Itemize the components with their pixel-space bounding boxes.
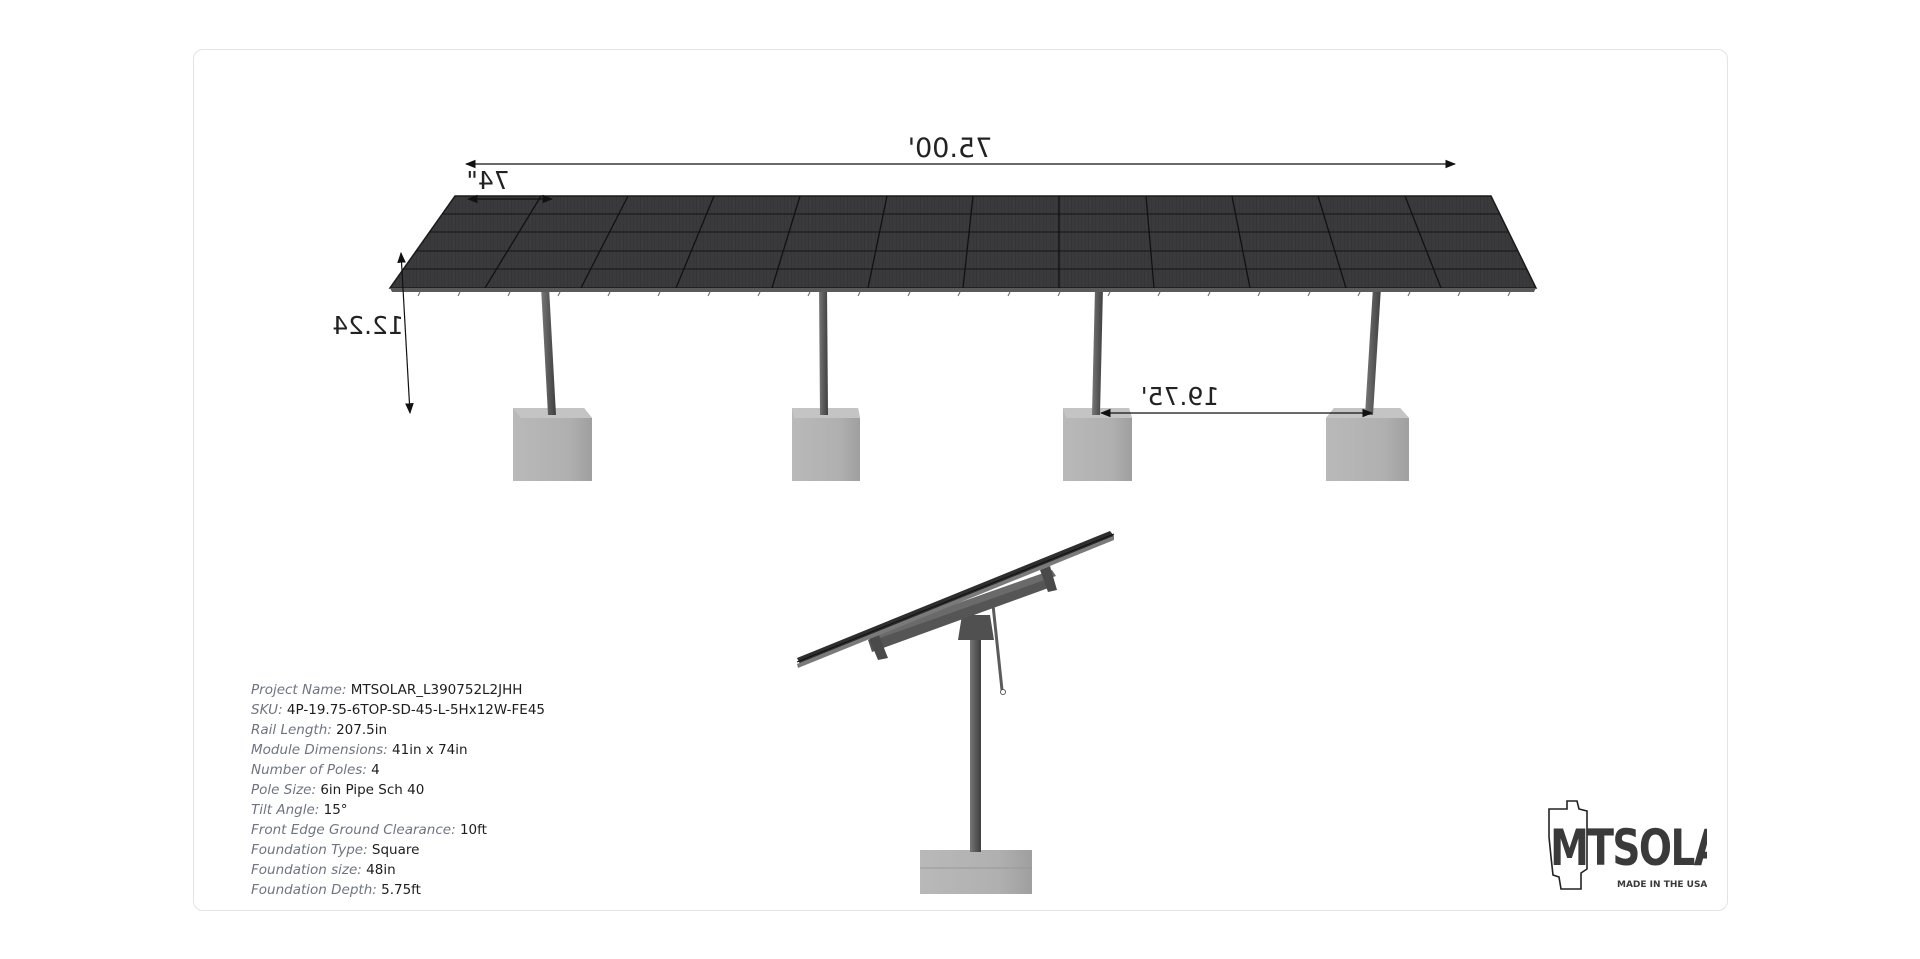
spec-value: 48in <box>366 862 396 878</box>
spec-foundation-depth: Foundation Depth: 5.75ft <box>251 880 545 900</box>
logo-brand: MTSOLAR <box>1550 818 1707 877</box>
spec-value: 4 <box>371 762 380 778</box>
foundation-block <box>1326 408 1409 481</box>
side-view-pole <box>970 626 981 852</box>
spec-value: Square <box>371 842 420 858</box>
overall-length-label: 75.00' <box>908 133 993 164</box>
spec-value: 5.75ft <box>381 882 421 898</box>
module-length-label: 74" <box>466 166 509 195</box>
montana-state-icon <box>1548 800 1588 890</box>
spec-label: Front Edge Ground Clearance: <box>251 822 456 838</box>
spec-label: Number of Poles: <box>251 762 367 778</box>
spec-label: Rail Length: <box>251 722 332 738</box>
spec-pole-size: Pole Size: 6in Pipe Sch 40 <box>251 780 545 800</box>
spec-project-name: Project Name: MTSOLAR_L390752L2JHH <box>251 680 545 700</box>
spec-label: Module Dimensions: <box>251 742 388 758</box>
spec-value: 10ft <box>459 822 487 838</box>
solar-panel-array <box>388 195 1538 297</box>
foundations <box>513 408 1409 481</box>
pole-spacing-label: 19.75' <box>1141 382 1219 411</box>
mtsolar-logo: MTSOLAR MADE IN THE USA <box>1548 800 1707 890</box>
spec-ground-clearance: Front Edge Ground Clearance: 10ft <box>251 820 545 840</box>
pole <box>1092 287 1103 415</box>
poles <box>541 287 1381 415</box>
pole <box>541 287 556 415</box>
spec-tilt-angle: Tilt Angle: 15° <box>251 800 545 820</box>
spec-label: Foundation Type: <box>251 842 368 858</box>
project-specs: Project Name: MTSOLAR_L390752L2JHH SKU: … <box>251 680 545 900</box>
spec-value: MTSOLAR_L390752L2JHH <box>350 682 523 698</box>
foundation-block <box>1063 408 1132 481</box>
pole <box>819 287 828 415</box>
side-view-foundation <box>920 850 1032 894</box>
foundation-block <box>513 408 592 481</box>
height-dimension <box>397 251 414 415</box>
spec-value: 4P-19.75-6TOP-SD-45-L-5Hx12W-FE45 <box>286 702 546 718</box>
spec-label: Foundation Depth: <box>251 882 377 898</box>
spec-foundation-type: Foundation Type: Square <box>251 840 545 860</box>
spec-value: 15° <box>323 802 348 818</box>
spec-label: SKU: <box>251 702 283 718</box>
side-view-mount <box>796 531 1115 894</box>
spec-label: Pole Size: <box>251 782 317 798</box>
pole <box>1365 287 1381 415</box>
drawing-card <box>193 49 1728 911</box>
spec-label: Project Name: <box>251 682 347 698</box>
foundation-block <box>792 408 860 481</box>
spec-number-of-poles: Number of Poles: 4 <box>251 760 545 780</box>
spec-value: 6in Pipe Sch 40 <box>320 782 425 798</box>
spec-module-dimensions: Module Dimensions: 41in x 74in <box>251 740 545 760</box>
spec-label: Tilt Angle: <box>251 802 320 818</box>
logo-tagline: MADE IN THE USA <box>1617 880 1707 890</box>
spec-label: Foundation size: <box>251 862 362 878</box>
spec-foundation-size: Foundation size: 48in <box>251 860 545 880</box>
height-label: 12.24 <box>332 311 404 340</box>
spec-rail-length: Rail Length: 207.5in <box>251 720 545 740</box>
spec-value: 207.5in <box>336 722 388 738</box>
spec-sku: SKU: 4P-19.75-6TOP-SD-45-L-5Hx12W-FE45 <box>251 700 545 720</box>
spec-value: 41in x 74in <box>392 742 468 758</box>
dimension-lines <box>397 159 1457 418</box>
